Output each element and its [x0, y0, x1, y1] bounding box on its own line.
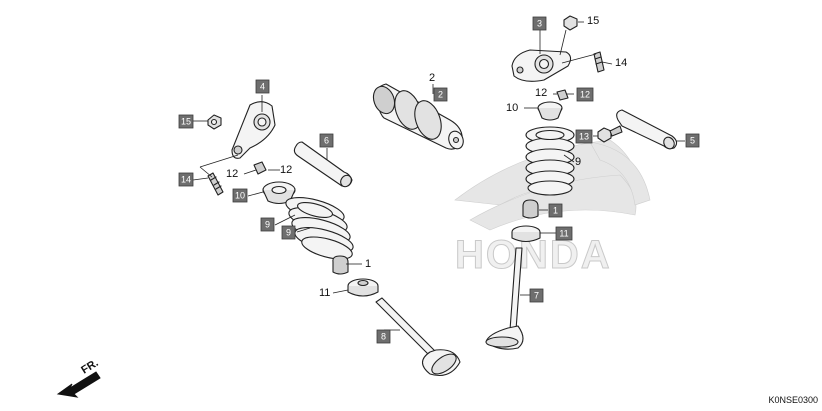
svg-text:10: 10 [235, 191, 245, 201]
callout-11-right: 11 [555, 226, 573, 241]
spring-retainer-right [537, 101, 563, 121]
nut-left [207, 114, 222, 130]
callout-9-left-a: 9 [260, 217, 275, 232]
callout-7: 7 [529, 288, 544, 303]
stem-seal-left [332, 255, 349, 275]
svg-text:2: 2 [438, 90, 443, 100]
label-11-left: 11 [319, 287, 330, 299]
pin-left [253, 161, 267, 175]
label-9-right: 9 [575, 156, 581, 168]
pin-right [556, 89, 569, 101]
spring-seat-left [347, 278, 379, 297]
diagram-code: K0NSE0300 [768, 395, 818, 405]
callout-5: 5 [685, 133, 700, 148]
svg-text:11: 11 [559, 229, 568, 239]
svg-text:4: 4 [260, 82, 265, 92]
adjust-screw-left [207, 172, 224, 196]
label-12-left-a: 12 [280, 164, 292, 176]
callout-2: 2 [433, 87, 448, 102]
leader-lines [192, 21, 685, 331]
front-direction-arrow: FR. [56, 357, 101, 398]
bolt-right [597, 125, 623, 143]
valve-spring-right [525, 126, 575, 196]
label-1-left: 1 [365, 258, 371, 270]
rocker-shaft-left [293, 141, 353, 188]
callout-14-left: 14 [178, 172, 194, 187]
spring-seat-right [511, 225, 541, 243]
label-12-right-a: 12 [535, 87, 547, 99]
callout-6: 6 [319, 133, 334, 148]
callout-10-left: 10 [232, 188, 248, 203]
rocker-arm-right [511, 49, 572, 82]
callout-13: 13 [575, 129, 593, 144]
callout-1-right: 1 [548, 203, 563, 218]
label-12-left-b: 12 [226, 168, 238, 180]
svg-text:8: 8 [381, 332, 386, 342]
stem-seal-right [522, 199, 539, 219]
valve-left [375, 297, 461, 377]
callout-15-left: 15 [178, 114, 194, 129]
adjust-screw-right [593, 51, 605, 73]
svg-text:1: 1 [553, 206, 558, 216]
svg-text:9: 9 [286, 228, 291, 238]
valve-spring-left [285, 197, 354, 260]
callout-12-right: 12 [576, 87, 594, 102]
svg-text:5: 5 [690, 136, 695, 146]
rocker-shaft-right [616, 109, 678, 150]
svg-text:15: 15 [181, 117, 191, 127]
camshaft [372, 83, 464, 150]
svg-text:13: 13 [579, 132, 589, 142]
svg-text:7: 7 [534, 291, 539, 301]
label-15-right: 15 [587, 15, 599, 27]
svg-text:9: 9 [265, 220, 270, 230]
label-10-right: 10 [506, 102, 518, 114]
callout-4: 4 [255, 79, 270, 94]
callout-8: 8 [376, 329, 391, 344]
svg-text:12: 12 [580, 90, 590, 100]
rocker-arm-left [231, 101, 276, 159]
label-14-right: 14 [615, 57, 627, 69]
label-2: 2 [429, 72, 435, 84]
valve-right [485, 247, 524, 350]
svg-text:6: 6 [324, 136, 329, 146]
callout-9-left-b: 9 [281, 225, 296, 240]
callout-3: 3 [532, 16, 547, 31]
svg-text:3: 3 [537, 19, 542, 29]
nut-right [563, 15, 578, 31]
svg-text:14: 14 [181, 175, 191, 185]
